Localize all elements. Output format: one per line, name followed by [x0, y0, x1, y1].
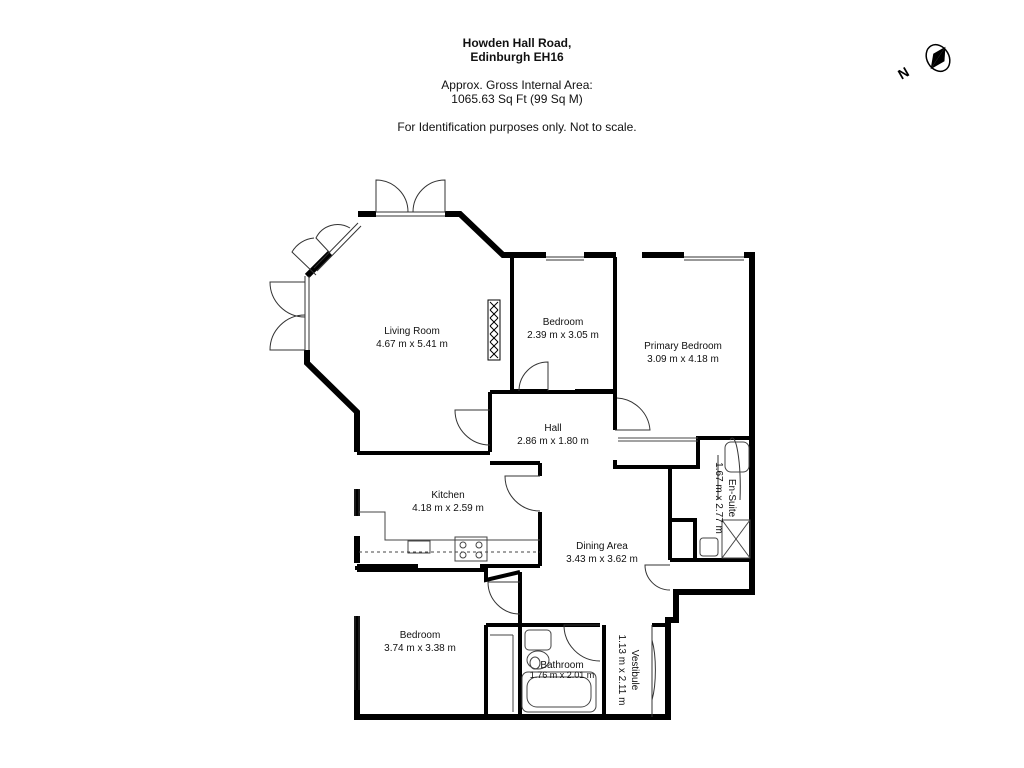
ensuite-fittings	[699, 441, 751, 559]
kitchen-name: Kitchen	[431, 490, 464, 501]
hall-name: Hall	[544, 423, 561, 434]
hall-size: 2.86 m x 1.80 m	[517, 436, 589, 447]
windows	[304, 211, 744, 690]
address-line-1: Howden Hall Road,	[462, 36, 572, 50]
dining-area-size: 3.43 m x 3.62 m	[566, 554, 638, 565]
kitchen-fittings	[359, 511, 540, 562]
fireplace	[487, 299, 501, 361]
bedroom-3-size: 3.74 m x 3.38 m	[384, 643, 456, 654]
area-value: 1065.63 Sq Ft (99 Sq M)	[451, 92, 583, 106]
primary-bedroom-size: 3.09 m x 4.18 m	[647, 354, 719, 365]
french-doors	[269, 179, 446, 351]
bedroom-3-name: Bedroom	[400, 630, 441, 641]
bedroom-2-name: Bedroom	[543, 317, 584, 328]
compass-letter: N	[895, 64, 912, 83]
en-suite-name: En-Suite	[726, 479, 737, 518]
interior-walls	[355, 257, 752, 717]
bathroom-fittings	[521, 629, 597, 713]
disclaimer: For Identification purposes only. Not to…	[397, 120, 637, 134]
primary-bedroom-name: Primary Bedroom	[644, 341, 722, 352]
en-suite-size: 1.67 m x 2.77 m	[713, 462, 724, 534]
exterior-walls	[304, 211, 755, 720]
address-line-2: Edinburgh EH16	[470, 50, 564, 64]
kitchen-size: 4.18 m x 2.59 m	[412, 503, 484, 514]
room-labels: Living Room 4.67 m x 5.41 m Bedroom 2.39…	[376, 317, 737, 705]
north-arrow-icon: N	[895, 43, 951, 83]
bedroom-2-size: 2.39 m x 3.05 m	[527, 330, 599, 341]
wardrobe	[490, 437, 698, 712]
vestibule-size: 1.13 m x 2.11 m	[616, 635, 627, 706]
bathroom-size: 1.76 m x 2.01 m	[530, 670, 595, 680]
living-room-name: Living Room	[384, 326, 440, 337]
plan-header: Howden Hall Road, Edinburgh EH16 Approx.…	[0, 36, 1024, 134]
bathroom-name: Bathroom	[540, 660, 583, 671]
vestibule-name: Vestibule	[629, 650, 640, 691]
interior-doors	[454, 361, 741, 717]
dining-area-name: Dining Area	[576, 541, 628, 552]
area-label: Approx. Gross Internal Area:	[441, 78, 593, 92]
living-room-size: 4.67 m x 5.41 m	[376, 339, 448, 350]
